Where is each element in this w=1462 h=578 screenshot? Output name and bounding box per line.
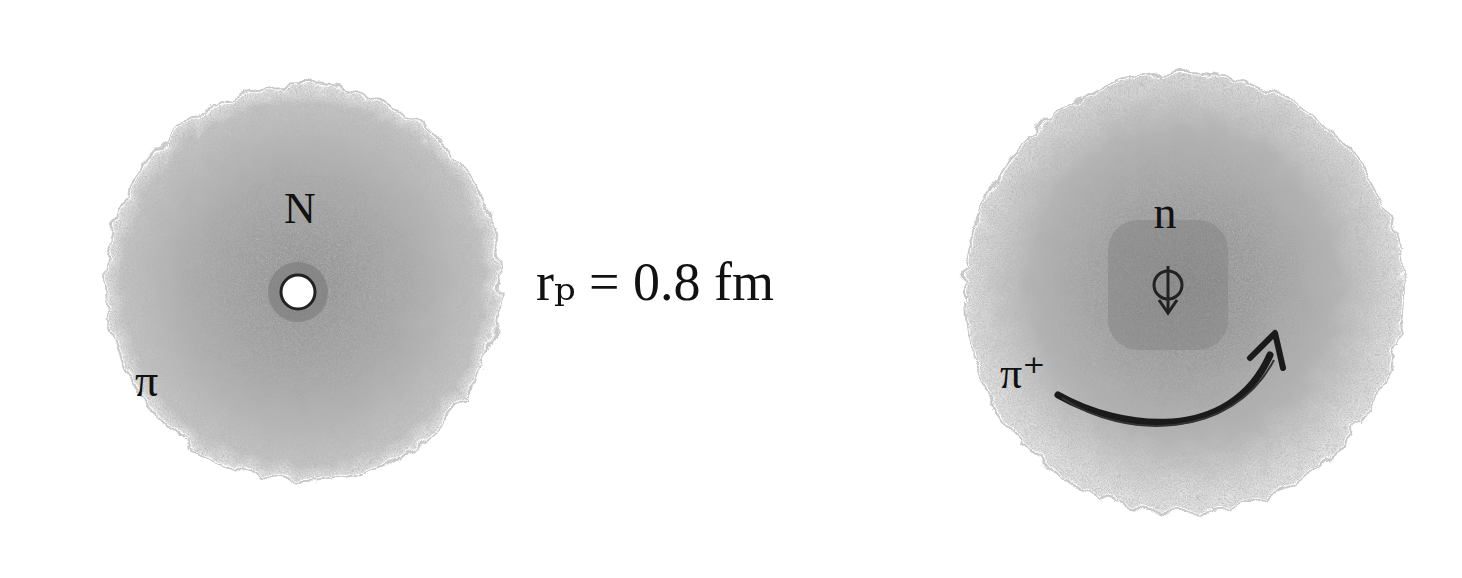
- pion-cloud: n π⁺: [960, 70, 1400, 510]
- nucleon-label: N: [284, 187, 316, 231]
- pion-label: π: [135, 358, 158, 404]
- radius-label: rₚ = 0.8 fm: [536, 255, 774, 309]
- neutron-label: n: [1154, 190, 1177, 236]
- pion-plus-label: π⁺: [1000, 352, 1045, 396]
- pion-cloud: Nπ: [100, 80, 500, 480]
